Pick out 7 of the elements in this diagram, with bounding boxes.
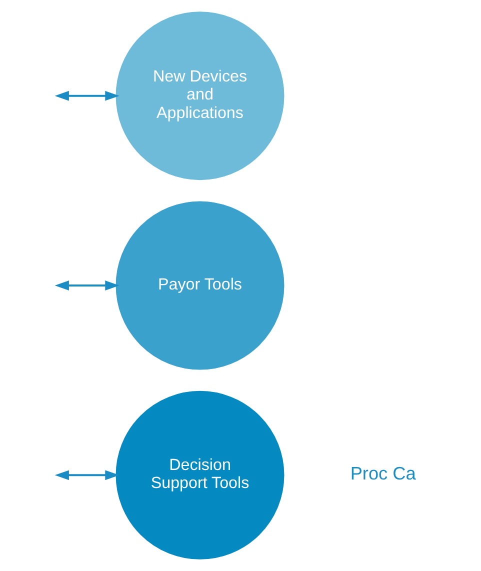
arrow <box>54 280 120 290</box>
node-circle: Payor Tools <box>116 201 284 370</box>
node-circle: New Devices and Applications <box>116 12 284 180</box>
arrow <box>54 90 120 101</box>
label: Proc Ca <box>350 464 416 484</box>
arrow <box>54 470 120 480</box>
node-circle: Decision Support Tools <box>116 390 284 560</box>
